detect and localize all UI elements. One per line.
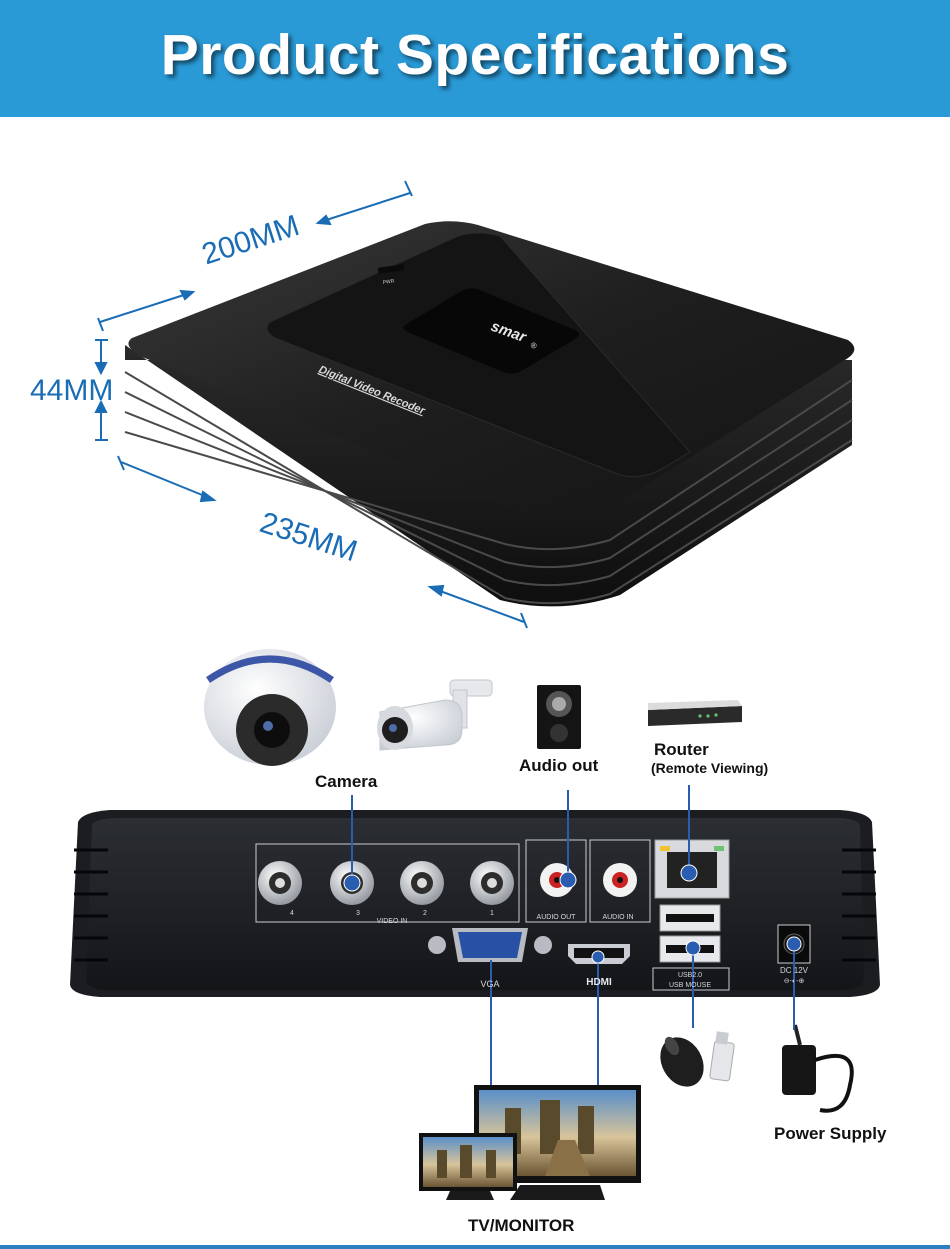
dimension-arrows [94, 180, 528, 629]
pwr-label: PWR [382, 278, 395, 286]
router-image [648, 700, 742, 726]
router-label: Router [654, 740, 709, 759]
camera-label: Camera [315, 772, 378, 791]
audio-in-port-label: AUDIO IN [602, 914, 633, 921]
dimension-height: 44MM [30, 374, 114, 407]
brand-mark: ® [529, 340, 538, 351]
dome-camera-image [204, 649, 336, 766]
dc-polarity: ⊖-◐-⊕ [784, 978, 805, 985]
bnc-number-1: 1 [490, 910, 494, 917]
bullet-camera-image [377, 679, 493, 751]
bnc-number-3: 3 [356, 910, 360, 917]
video-in-label: VIDEO IN [377, 918, 408, 925]
bnc-number-2: 2 [423, 910, 427, 917]
bottom-border [0, 1245, 950, 1249]
audio-out-port-label: AUDIO OUT [537, 914, 577, 921]
speaker-image [537, 685, 581, 749]
tv-monitor-label: TV/MONITOR [468, 1216, 575, 1235]
mouse-image [660, 1036, 704, 1087]
router-sublabel: (Remote Viewing) [651, 760, 769, 776]
usb-stick-image [709, 1031, 735, 1082]
hdmi-label: HDMI [586, 977, 612, 988]
connection-lines [351, 785, 795, 1085]
dc-label: DC 12V [780, 966, 809, 975]
bnc-number-4: 4 [290, 910, 294, 917]
audio-out-label: Audio out [519, 756, 599, 775]
dvr-rear-view [70, 810, 880, 997]
vga-port [428, 928, 552, 962]
power-adapter-image [782, 1024, 854, 1113]
vga-label: VGA [480, 979, 499, 989]
header-banner [0, 0, 950, 117]
power-supply-label: Power Supply [774, 1124, 887, 1143]
usb-label: USB2.0 [678, 972, 702, 979]
dvr-top-view [124, 221, 855, 607]
page-title: Product Specifications [160, 23, 790, 87]
usb-mouse-label: USB MOUSE [669, 982, 711, 989]
connection-dots [343, 864, 802, 964]
tv-monitors-image [419, 1085, 641, 1200]
